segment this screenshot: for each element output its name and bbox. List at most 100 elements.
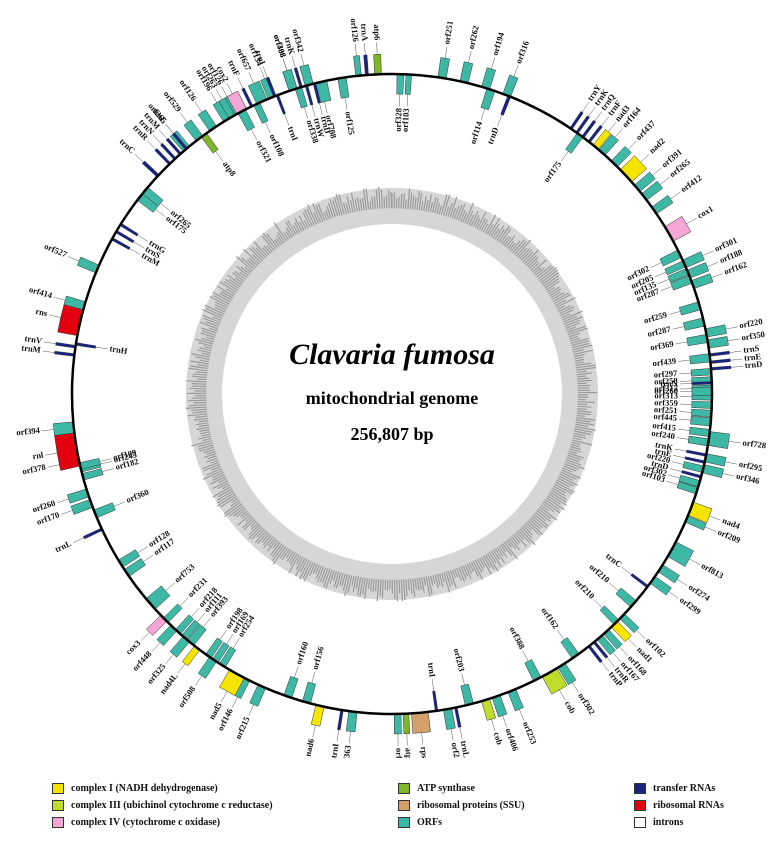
label-leader — [668, 591, 679, 599]
gene-label-trnc: trnC — [604, 551, 624, 570]
label-leader — [179, 597, 189, 607]
gene-label-cob: cob — [563, 699, 578, 715]
gene-block-orf359 — [691, 401, 713, 409]
legend-item-ribo-ssu: ribosomal proteins (SSU) — [398, 800, 525, 811]
gene-label-orf753: orf753 — [172, 562, 196, 585]
label-leader — [725, 461, 737, 465]
label-leader — [259, 67, 265, 79]
gene-block-orf394 — [53, 421, 75, 436]
gene-label-orf175: orf175 — [541, 159, 563, 184]
label-leader — [650, 262, 662, 268]
label-leader — [215, 151, 223, 162]
label-leader — [304, 107, 309, 119]
gene-label-orf527: orf527 — [43, 241, 69, 260]
gene-block-rps3 — [411, 711, 431, 734]
complex1-swatch — [52, 783, 64, 794]
gene-label-orf103: orf103 — [400, 108, 411, 132]
gene-block-orf415 — [689, 426, 711, 437]
gene-label-orf253: orf253 — [521, 720, 539, 746]
label-leader — [519, 709, 525, 721]
gene-block-trns — [709, 350, 730, 357]
gene-label-nad6: nad6 — [302, 738, 316, 758]
label-leader — [250, 128, 258, 140]
label-leader — [640, 153, 650, 163]
label-leader — [72, 537, 84, 543]
gene-label-orf359: orf359 — [654, 397, 678, 408]
legend-label: ribosomal RNAs — [653, 800, 724, 811]
gene-label-orf246: orf246 — [450, 742, 464, 758]
gene-block-atp9 — [402, 713, 411, 735]
gene-label-orf346: orf346 — [735, 471, 760, 486]
gene-label-trnn: trnN — [660, 378, 679, 389]
label-leader — [53, 296, 66, 301]
complex3-swatch — [52, 800, 64, 811]
gene-block-trnl — [83, 527, 103, 540]
gene-label-orf126: orf126 — [178, 78, 199, 103]
label-leader — [45, 452, 58, 456]
label-leader — [709, 515, 721, 521]
label-leader — [689, 558, 700, 565]
label-leader — [57, 498, 69, 504]
gene-label-orf203: orf203 — [452, 647, 467, 672]
label-leader — [673, 455, 686, 459]
label-leader — [67, 256, 80, 262]
gene-label-atp8: atp8 — [221, 159, 239, 178]
label-leader — [675, 341, 688, 345]
label-leader — [722, 473, 735, 477]
gene-block-orf297 — [690, 368, 712, 377]
gene-label-trnm: trnM — [21, 342, 41, 354]
legend-item-orf: ORFs — [398, 817, 442, 828]
gene-block-orf114 — [480, 88, 496, 111]
label-leader — [354, 43, 357, 56]
gene-label-orf439: orf439 — [652, 356, 677, 369]
gene-label-orf297: orf297 — [653, 368, 678, 380]
gene-block-trnv — [55, 342, 76, 349]
gene-block-orf287 — [683, 317, 706, 331]
legend: complex I (NADH dehydrogenase) complex I… — [0, 758, 778, 846]
gene-label-orf313: orf313 — [654, 390, 678, 400]
label-leader — [194, 102, 203, 113]
gene-label-trnv: trnV — [24, 333, 44, 346]
ribo-ssu-swatch — [398, 800, 410, 811]
gene-block-orf251 — [690, 408, 712, 418]
gene-block-orf363 — [345, 710, 358, 733]
label-leader — [660, 286, 673, 292]
legend-label: transfer RNAs — [653, 783, 716, 794]
gene-label-rps3: rps3 — [419, 746, 430, 758]
gene-block-trnd — [710, 365, 732, 371]
gene-label-orf251: orf251 — [654, 404, 678, 415]
gene-block-orf346 — [701, 464, 724, 478]
gene-block-orf126 — [353, 55, 362, 77]
gene-block-orf262 — [459, 61, 474, 84]
gene-label-rnl: rnl — [32, 449, 45, 461]
label-leader — [215, 89, 223, 100]
label-leader — [143, 554, 154, 562]
label-leader — [191, 607, 200, 618]
gene-label-trne: trnE — [744, 351, 762, 363]
legend-item-atp: ATP synthase — [398, 783, 475, 794]
label-leader — [619, 646, 628, 656]
label-leader — [137, 234, 148, 242]
gene-block-trni — [275, 94, 286, 115]
label-leader — [621, 567, 632, 575]
gene-block-orf388 — [282, 68, 298, 92]
label-leader — [459, 727, 463, 739]
label-leader — [654, 271, 667, 278]
label-leader — [203, 617, 211, 628]
gene-block-trnd — [500, 95, 512, 116]
label-leader — [153, 135, 162, 145]
gene-block-trna — [363, 54, 369, 76]
gene-label-orf363: orf363 — [340, 745, 353, 758]
gene-label-trnd: trnD — [319, 115, 333, 134]
gene-label-orf194: orf194 — [490, 30, 507, 56]
legend-item-intron: introns — [634, 817, 683, 828]
label-leader — [294, 666, 299, 678]
label-leader — [100, 460, 113, 465]
label-leader — [95, 346, 108, 350]
atp-swatch — [398, 783, 410, 794]
gene-label-orf262: orf262 — [466, 25, 481, 50]
label-leader — [177, 663, 186, 674]
gene-label-cox1: cox1 — [696, 203, 715, 220]
label-leader — [42, 350, 55, 353]
label-leader — [319, 102, 323, 115]
